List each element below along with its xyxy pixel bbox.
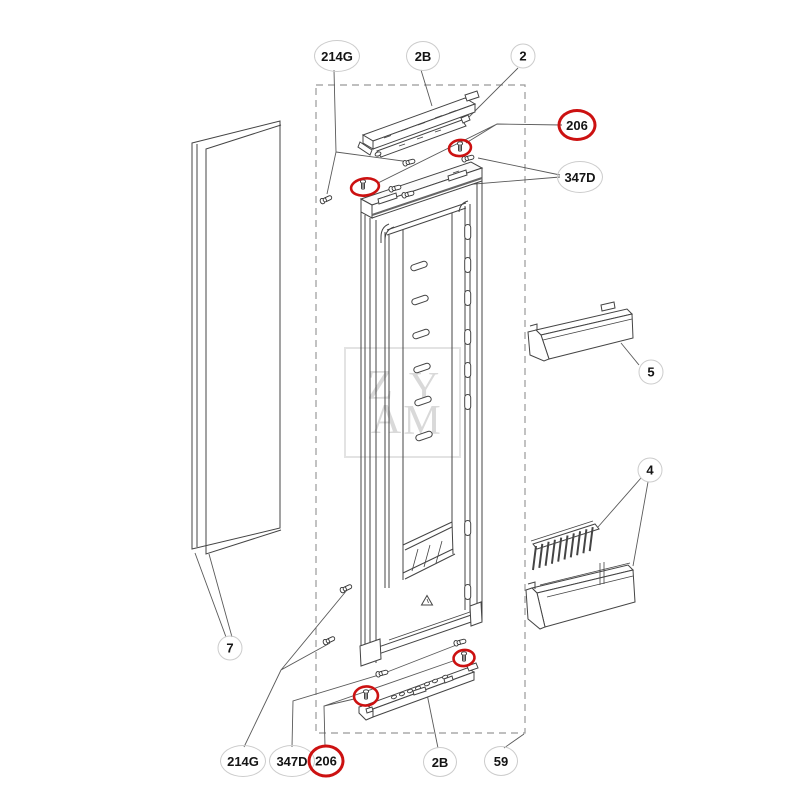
fastener-clips	[319, 154, 475, 678]
inner-door-assembly	[359, 161, 484, 667]
part-label-347D-top: 347D	[557, 161, 603, 193]
door-caution-mark	[420, 594, 434, 606]
door-slot-column	[410, 260, 433, 442]
highlight-ellipses	[349, 138, 476, 707]
part-label-214G-top: 214G	[314, 40, 360, 72]
bottom-trim-bar	[358, 662, 479, 721]
part-label-2B-bottom: 2B	[423, 747, 457, 777]
part-label-206-bottom-highlighted: 206	[307, 744, 345, 778]
part-label-5: 5	[638, 359, 664, 385]
part-label-7: 7	[217, 635, 243, 661]
part-label-59: 59	[484, 746, 518, 776]
door-bin-lower-with-rack	[525, 520, 636, 630]
part-label-2-top: 2	[510, 43, 536, 69]
svg-text:A: A	[371, 397, 402, 443]
rack-teeth	[532, 526, 594, 571]
door-bin-upper	[527, 301, 634, 362]
fastener-screws-206	[359, 141, 468, 700]
door-lower-step	[402, 521, 456, 580]
part-label-4: 4	[637, 457, 663, 483]
assembly-dashed-border	[315, 84, 526, 734]
top-trim-cover	[357, 90, 480, 156]
top-trim-strip	[374, 114, 471, 158]
outer-door-panel	[191, 120, 282, 555]
watermark: Z Y A M	[344, 347, 461, 458]
part-label-206-top-highlighted: 206	[557, 109, 597, 141]
part-label-2B-top: 2B	[406, 41, 440, 71]
part-label-214G-bottom: 214G	[220, 745, 266, 777]
door-rail-slots	[464, 224, 472, 600]
